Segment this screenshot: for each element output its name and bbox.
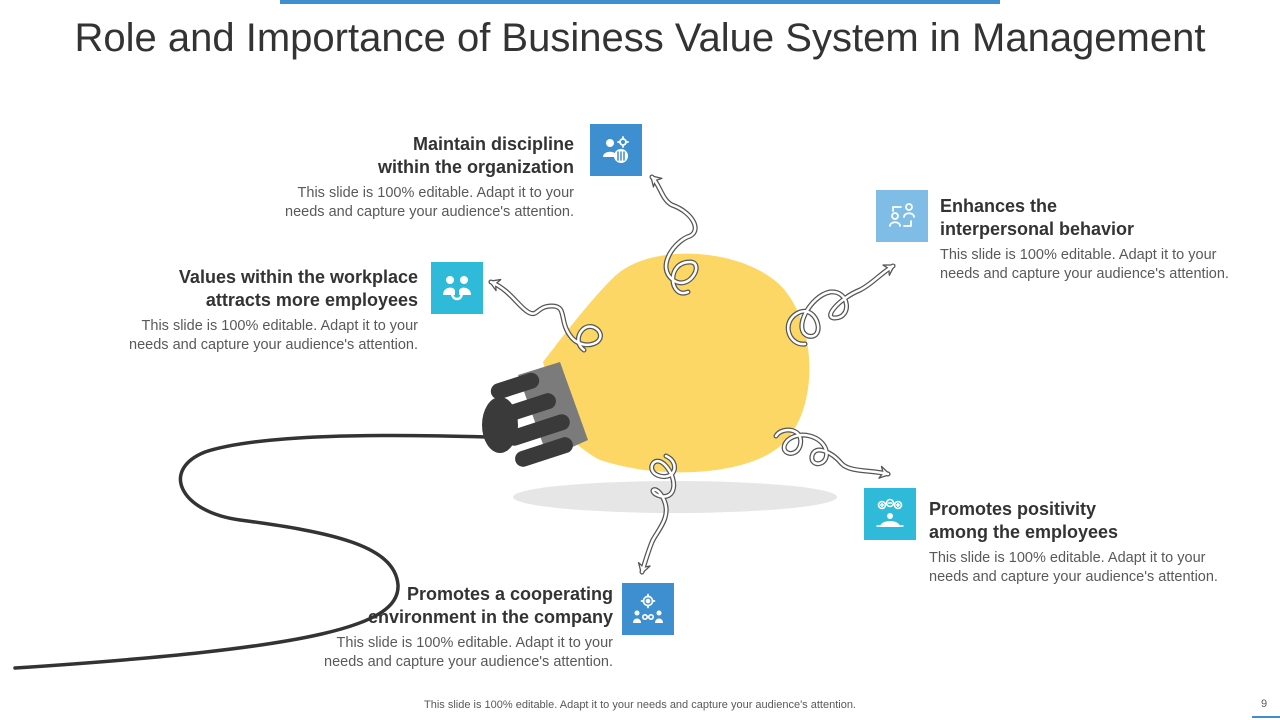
interaction-icon [876, 190, 928, 242]
arrow-to-cooperation [637, 453, 677, 575]
bulb-glass [543, 253, 810, 473]
item-description: This slide is 100% editable. Adapt it to… [129, 318, 418, 353]
item-description: This slide is 100% editable. Adapt it to… [940, 247, 1229, 282]
arrow-to-employees [488, 278, 603, 353]
cooperation-icon [622, 583, 674, 635]
positivity-icon [864, 488, 916, 540]
top-accent-bar [280, 0, 1000, 4]
employees-icon [431, 262, 483, 314]
bulb-shadow [513, 481, 837, 513]
footer-note: This slide is 100% editable. Adapt it to… [424, 699, 856, 711]
page-number: 9 [1260, 698, 1268, 710]
bulb-base [482, 362, 588, 467]
arrow-to-discipline [649, 174, 699, 296]
item-description: This slide is 100% editable. Adapt it to… [324, 635, 613, 670]
arrow-to-positivity [773, 427, 891, 479]
item-description: This slide is 100% editable. Adapt it to… [929, 550, 1218, 585]
team-settings-icon [590, 124, 642, 176]
arrow-to-interpersonal [785, 263, 896, 347]
item-description: This slide is 100% editable. Adapt it to… [285, 185, 574, 220]
bulb-cord [13, 433, 489, 670]
page-number-underline [1252, 716, 1280, 718]
page-title: Role and Importance of Business Value Sy… [74, 16, 1206, 60]
